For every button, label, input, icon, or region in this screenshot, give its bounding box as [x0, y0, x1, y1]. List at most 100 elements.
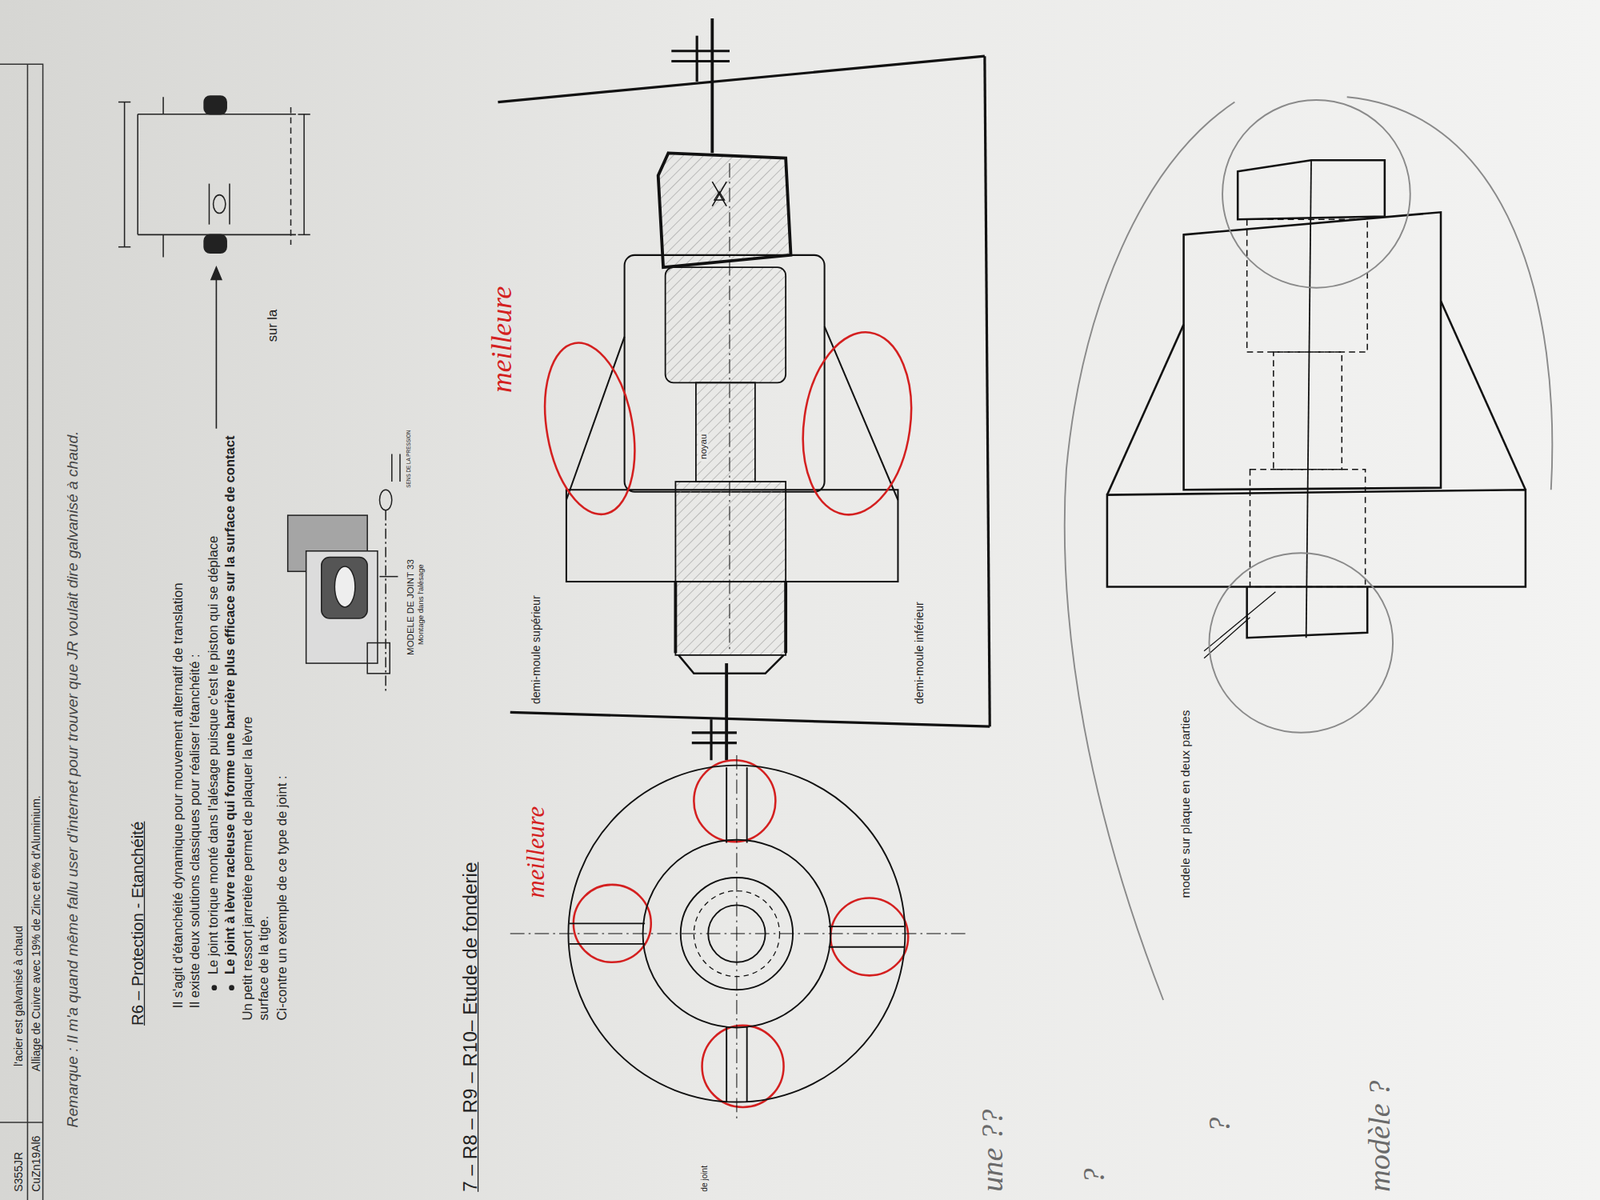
- correction-mark: [532, 324, 923, 1108]
- part-label: demi-moule supérieur: [529, 595, 543, 704]
- mould-section: [824, 326, 899, 500]
- mould-section: [671, 60, 730, 63]
- handwritten-note: meilleure: [485, 286, 519, 394]
- top-view: [725, 1026, 728, 1102]
- correction-mark: [532, 336, 648, 522]
- mould-section: [696, 382, 756, 482]
- mould-section: [712, 181, 727, 207]
- mould-section: [710, 18, 714, 153]
- seal-sketch: [228, 184, 231, 225]
- mould-section: [678, 655, 784, 674]
- mould-section: [724, 663, 728, 760]
- pattern-perspective: [1247, 219, 1368, 352]
- top-view: [569, 943, 645, 945]
- top-view: [736, 755, 737, 1123]
- seal-sketch: [136, 114, 139, 236]
- mould-section: [497, 56, 984, 102]
- top-view: [746, 767, 748, 843]
- top-view: [510, 755, 970, 1123]
- joint-model: [391, 454, 393, 482]
- seal-sketch: [118, 246, 131, 248]
- table-cell: S355JR: [12, 1152, 25, 1192]
- remark-note: Remarque : Il m'a quand même fallu user …: [63, 431, 81, 1128]
- mould-section: [658, 152, 792, 268]
- table-cell: Alliage de Cuivre avec 19% de Zinc et 6%…: [29, 795, 43, 1072]
- figure-caption: MODELE DE JOINT 33: [404, 559, 416, 656]
- mould-section: [497, 18, 990, 760]
- pattern-perspective: [1107, 489, 1526, 587]
- body-text: Ci-contre un exemple de ce type de joint…: [275, 775, 291, 1020]
- seal-sketch: [118, 101, 131, 104]
- correction-mark: [702, 1025, 784, 1108]
- correction-mark: [693, 760, 776, 842]
- part-label: noyau: [697, 432, 708, 461]
- body-text: surface de la tige.: [256, 916, 272, 1021]
- seal-sketch: [213, 195, 226, 214]
- pencil-sketch: [1347, 96, 1553, 490]
- seal-sketch: [303, 114, 305, 236]
- mould-section: [510, 712, 990, 727]
- table-cell: l'acier est galvanisé à chaud: [12, 925, 25, 1067]
- top-view: [510, 933, 970, 935]
- arrow: [229, 985, 234, 990]
- part-label: demi-moule inférieur: [913, 601, 927, 704]
- mould-section: [692, 741, 737, 744]
- body-text: Il s'agit d'étanchéité dynamique pour mo…: [171, 582, 187, 1008]
- pencil-note: ?: [1076, 1168, 1112, 1184]
- mould-section: [714, 192, 725, 200]
- seal-sketch: [204, 234, 227, 253]
- material-table: [0, 64, 44, 1200]
- mould-section: [665, 267, 787, 383]
- top-view: [569, 922, 645, 924]
- mould-section: [671, 49, 730, 52]
- joint-model: [334, 566, 356, 608]
- body-text: Il existe deux solutions classiques pour…: [188, 653, 204, 1008]
- correction-mark: [792, 324, 923, 522]
- seal-sketch: [162, 234, 164, 257]
- material-table: [0, 1121, 44, 1124]
- pencil-note: modèle ?: [1362, 1080, 1398, 1192]
- bullet-text: Le joint torique monté dans l'alésage pu…: [206, 536, 222, 975]
- top-view: [725, 767, 728, 843]
- pencil-note: une ??: [974, 1109, 1010, 1192]
- seal-sketch: [162, 96, 164, 115]
- mould-section: [624, 255, 825, 492]
- material-table: [27, 64, 29, 1200]
- mould-section: [712, 181, 727, 207]
- material-table: [0, 64, 44, 1200]
- pencil-sketch: [1222, 100, 1411, 288]
- seal-sketch: [208, 184, 211, 225]
- figure-caption: Montage dans l'alésage: [417, 564, 427, 645]
- mould-section: [566, 336, 625, 500]
- mould-section: [675, 481, 786, 656]
- pattern-perspective: [1107, 160, 1526, 658]
- mould-section: [692, 731, 737, 734]
- seal-sketch: [297, 113, 310, 116]
- pencil-sketch: [1208, 552, 1393, 732]
- arrow: [212, 985, 216, 990]
- mould-section: [728, 163, 730, 653]
- handwritten-note: meilleure: [522, 806, 551, 898]
- table-cell: CuZn19Al6: [29, 1136, 43, 1192]
- seal-sketch: [297, 234, 310, 236]
- joint-model: [399, 454, 401, 482]
- symbol-label: de joint: [700, 1165, 710, 1192]
- seal-sketch: [118, 96, 311, 258]
- pencil-sketch: [1064, 102, 1236, 1000]
- pattern-perspective: [1107, 324, 1184, 496]
- pattern-perspective: [1306, 160, 1312, 638]
- bullet-text: Le joint à lèvre racleuse qui forme une …: [223, 435, 239, 975]
- correction-mark: [830, 897, 908, 976]
- arrow: [211, 267, 222, 280]
- joint-model: [379, 576, 398, 578]
- mould-section: [984, 56, 990, 727]
- mould-section: [673, 581, 677, 653]
- section-heading: R6 – Protection - Etanchéité: [128, 821, 148, 1026]
- pencil-note: ?: [1202, 1117, 1238, 1133]
- mould-section: [696, 36, 699, 82]
- mould-section: [566, 489, 899, 582]
- seal-sketch: [204, 96, 227, 115]
